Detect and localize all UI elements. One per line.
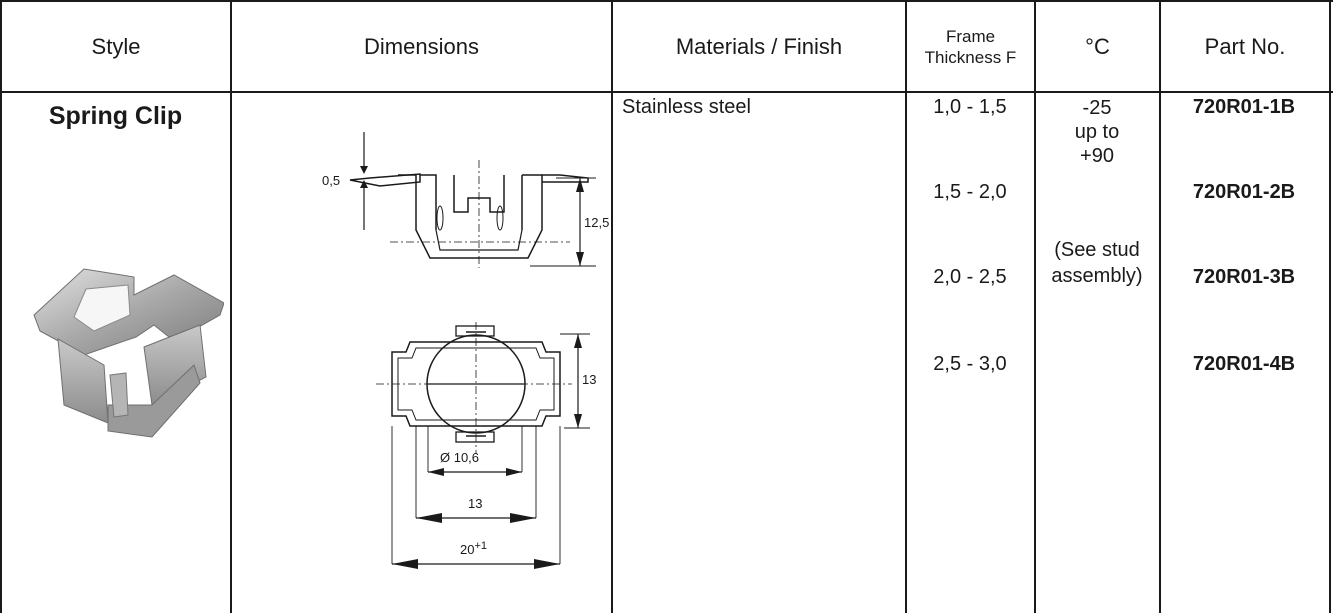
header-part-no: Part No. (1161, 4, 1329, 90)
dim-height-label: 12,5 (584, 215, 609, 230)
column-divider-materials (905, 0, 907, 613)
temperature-note-line1: (See stud (1054, 239, 1140, 261)
part-number-2: 720R01-2B (1192, 181, 1296, 203)
header-dimensions: Dimensions (232, 4, 611, 90)
dim-inner-width-label: 13 (468, 496, 482, 511)
spring-clip-photo (33, 268, 224, 438)
clip-plan-view-drawing: 13 Ø 10,6 13 20+1 (376, 322, 596, 569)
part-number-1: 720R01-1B (1192, 96, 1296, 118)
header-temperature: °C (1036, 4, 1159, 90)
dim-plan-height-label: 13 (582, 372, 596, 387)
material-value: Stainless steel (622, 96, 751, 118)
column-divider-temperature (1159, 0, 1161, 613)
header-divider (0, 91, 1333, 93)
temperature-note-line2: assembly) (1051, 265, 1143, 287)
table-border-right (1329, 0, 1331, 613)
dim-outer-width-tolerance: +1 (474, 540, 487, 552)
table-border-left (0, 0, 2, 613)
column-divider-style (230, 0, 232, 613)
part-number-3: 720R01-3B (1192, 266, 1296, 288)
header-style: Style (2, 4, 230, 90)
header-temperature-label: °C (1085, 34, 1110, 59)
thickness-value-1: 1,0 - 1,5 (933, 96, 1007, 118)
clip-side-view-drawing: 0,5 12,5 (322, 132, 609, 268)
header-part-no-label: Part No. (1204, 34, 1286, 59)
thickness-value-2: 1,5 - 2,0 (933, 181, 1007, 203)
header-style-label: Style (91, 34, 141, 59)
column-divider-dimensions (611, 0, 613, 613)
header-frame-line1: Frame (945, 27, 996, 46)
header-frame-line2: Thickness F (924, 48, 1017, 67)
temperature-mid: up to (1074, 121, 1120, 143)
part-number-4: 720R01-4B (1192, 353, 1296, 375)
thickness-value-3: 2,0 - 2,5 (933, 266, 1007, 288)
temperature-max: +90 (1080, 145, 1114, 167)
column-divider-thickness (1034, 0, 1036, 613)
temperature-min: -25 (1082, 97, 1112, 119)
thickness-value-4: 2,5 - 3,0 (933, 353, 1007, 375)
style-name: Spring Clip (48, 102, 183, 130)
table-border-top (0, 0, 1333, 2)
header-materials: Materials / Finish (613, 4, 905, 90)
header-dimensions-label: Dimensions (364, 34, 479, 59)
dim-hole-label: Ø 10,6 (440, 450, 479, 465)
header-materials-label: Materials / Finish (675, 34, 843, 59)
svg-text:20+1: 20+1 (460, 540, 487, 557)
dim-outer-width-label: 20 (460, 542, 474, 557)
header-frame-thickness: Frame Thickness F (907, 4, 1034, 90)
dim-thickness-label: 0,5 (322, 173, 340, 188)
